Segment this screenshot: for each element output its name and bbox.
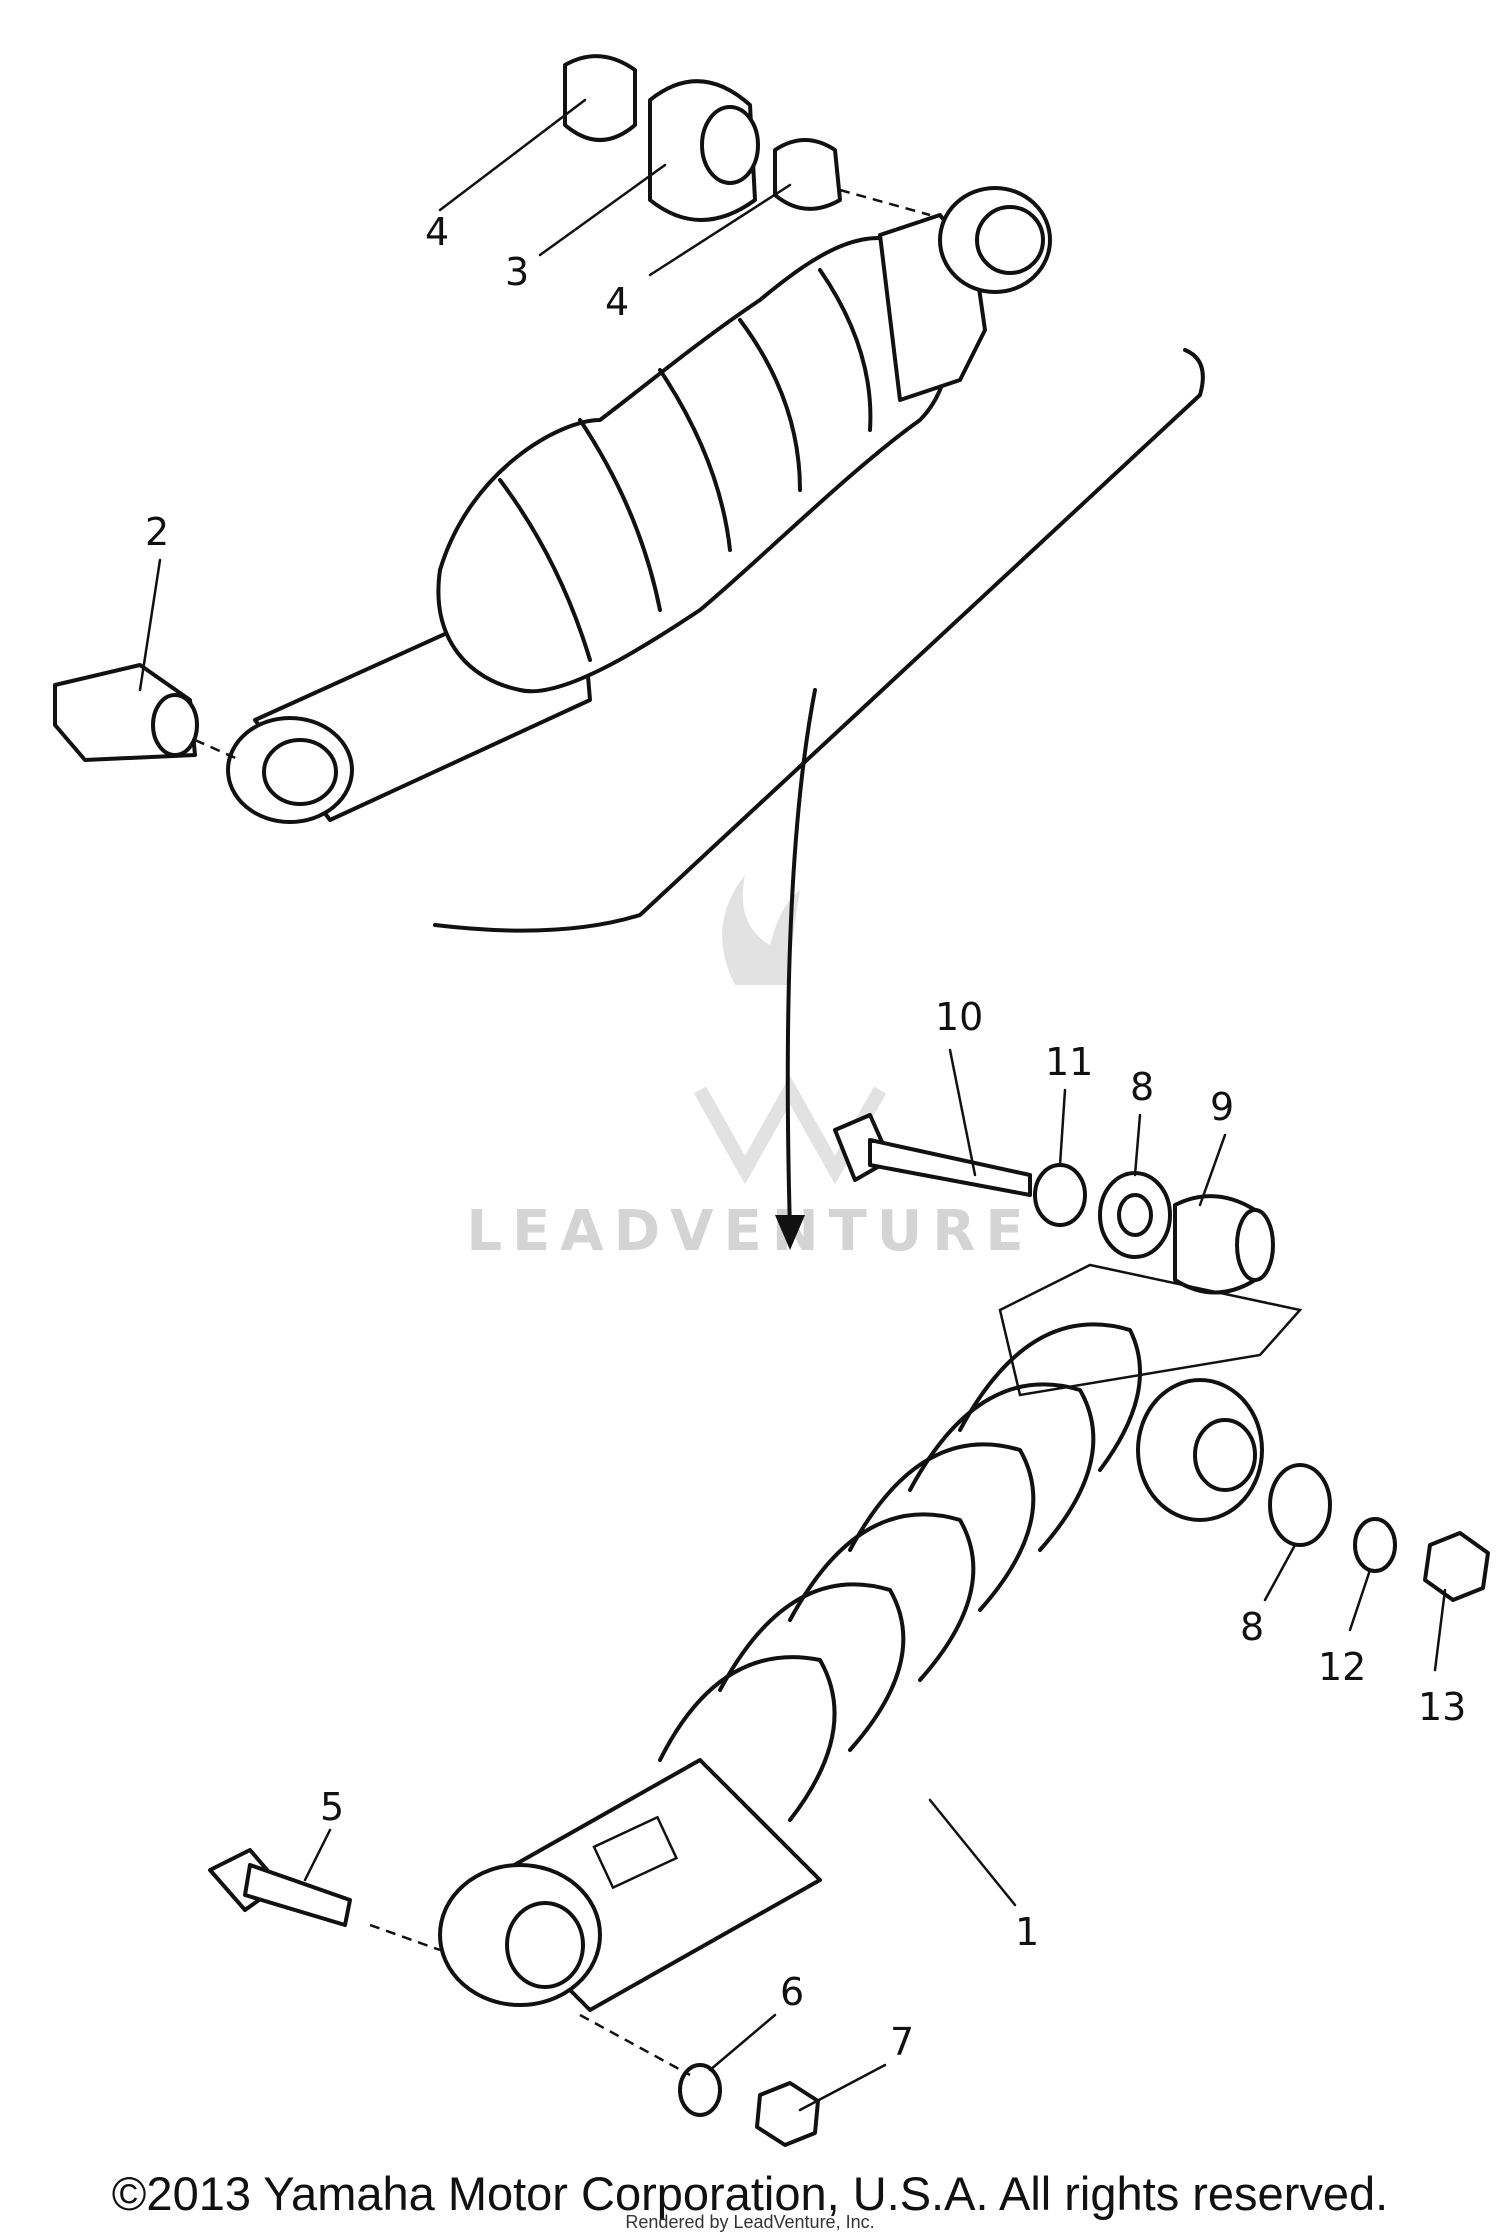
leader-lines xyxy=(138,98,1447,2112)
callout-5: 5 xyxy=(320,1785,344,1829)
callout-8-lower: 8 xyxy=(1240,1605,1264,1649)
callouts: 4 3 4 2 10 11 8 9 8 12 13 5 1 6 7 xyxy=(145,210,1466,2064)
callout-4-right: 4 xyxy=(605,280,629,324)
callout-4-left: 4 xyxy=(425,210,449,254)
lower-shock-assembly xyxy=(208,1113,1490,2147)
callout-11: 11 xyxy=(1045,1040,1093,1084)
callout-13: 13 xyxy=(1418,1685,1466,1729)
copyright-notice: ©2013 Yamaha Motor Corporation, U.S.A. A… xyxy=(111,2167,1389,2220)
callout-1: 1 xyxy=(1015,1910,1039,1954)
watermark-text: LEADVENTURE xyxy=(466,1199,1033,1264)
callout-12: 12 xyxy=(1318,1645,1366,1689)
callout-2: 2 xyxy=(145,510,169,554)
callout-9: 9 xyxy=(1210,1085,1234,1129)
leadventure-watermark: LEADVENTURE xyxy=(466,875,1033,1264)
callout-3: 3 xyxy=(505,250,529,294)
callout-6: 6 xyxy=(780,1970,804,2014)
callout-10: 10 xyxy=(935,995,983,1039)
rendered-by-credit: Rendered by LeadVenture, Inc. xyxy=(625,2212,875,2232)
upper-shock-assembly xyxy=(53,54,1205,1250)
callout-7: 7 xyxy=(890,2020,914,2064)
callout-8-upper: 8 xyxy=(1130,1065,1154,1109)
